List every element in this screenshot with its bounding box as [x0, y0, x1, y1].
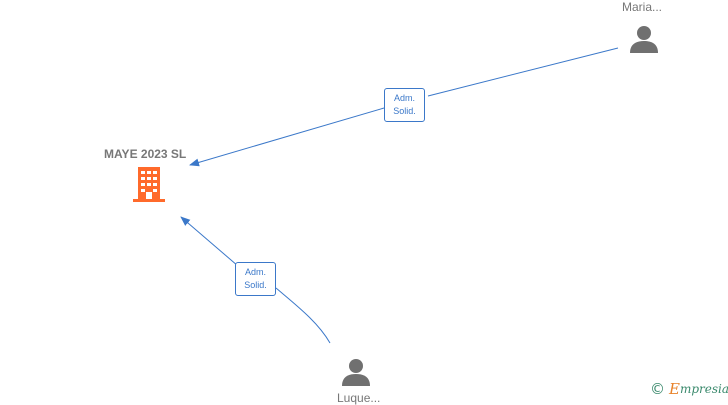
edge-label-line2: Solid.	[244, 280, 267, 290]
edge-label-line1: Adm.	[393, 93, 415, 103]
brand-initial: E	[669, 380, 680, 398]
edge-label-line2: Solid.	[393, 106, 416, 116]
edge-label-top[interactable]: Adm. Solid.	[384, 88, 425, 122]
person-icon[interactable]	[342, 359, 370, 386]
edge-top-to-company	[190, 47, 619, 165]
person-top-label[interactable]: Maria...	[622, 0, 663, 14]
building-icon[interactable]	[133, 167, 165, 202]
edge-label-bottom[interactable]: Adm. Solid.	[235, 262, 276, 296]
copyright-icon: ©	[650, 380, 665, 398]
brand-name: mpresia	[679, 382, 728, 396]
person-bottom-label[interactable]: Luque...	[337, 391, 381, 405]
edge-label-line1: Adm.	[244, 267, 266, 277]
company-node-label[interactable]: MAYE 2023 SL	[104, 147, 187, 161]
edge-bottom-to-company	[181, 217, 331, 344]
person-icon[interactable]	[630, 26, 658, 53]
